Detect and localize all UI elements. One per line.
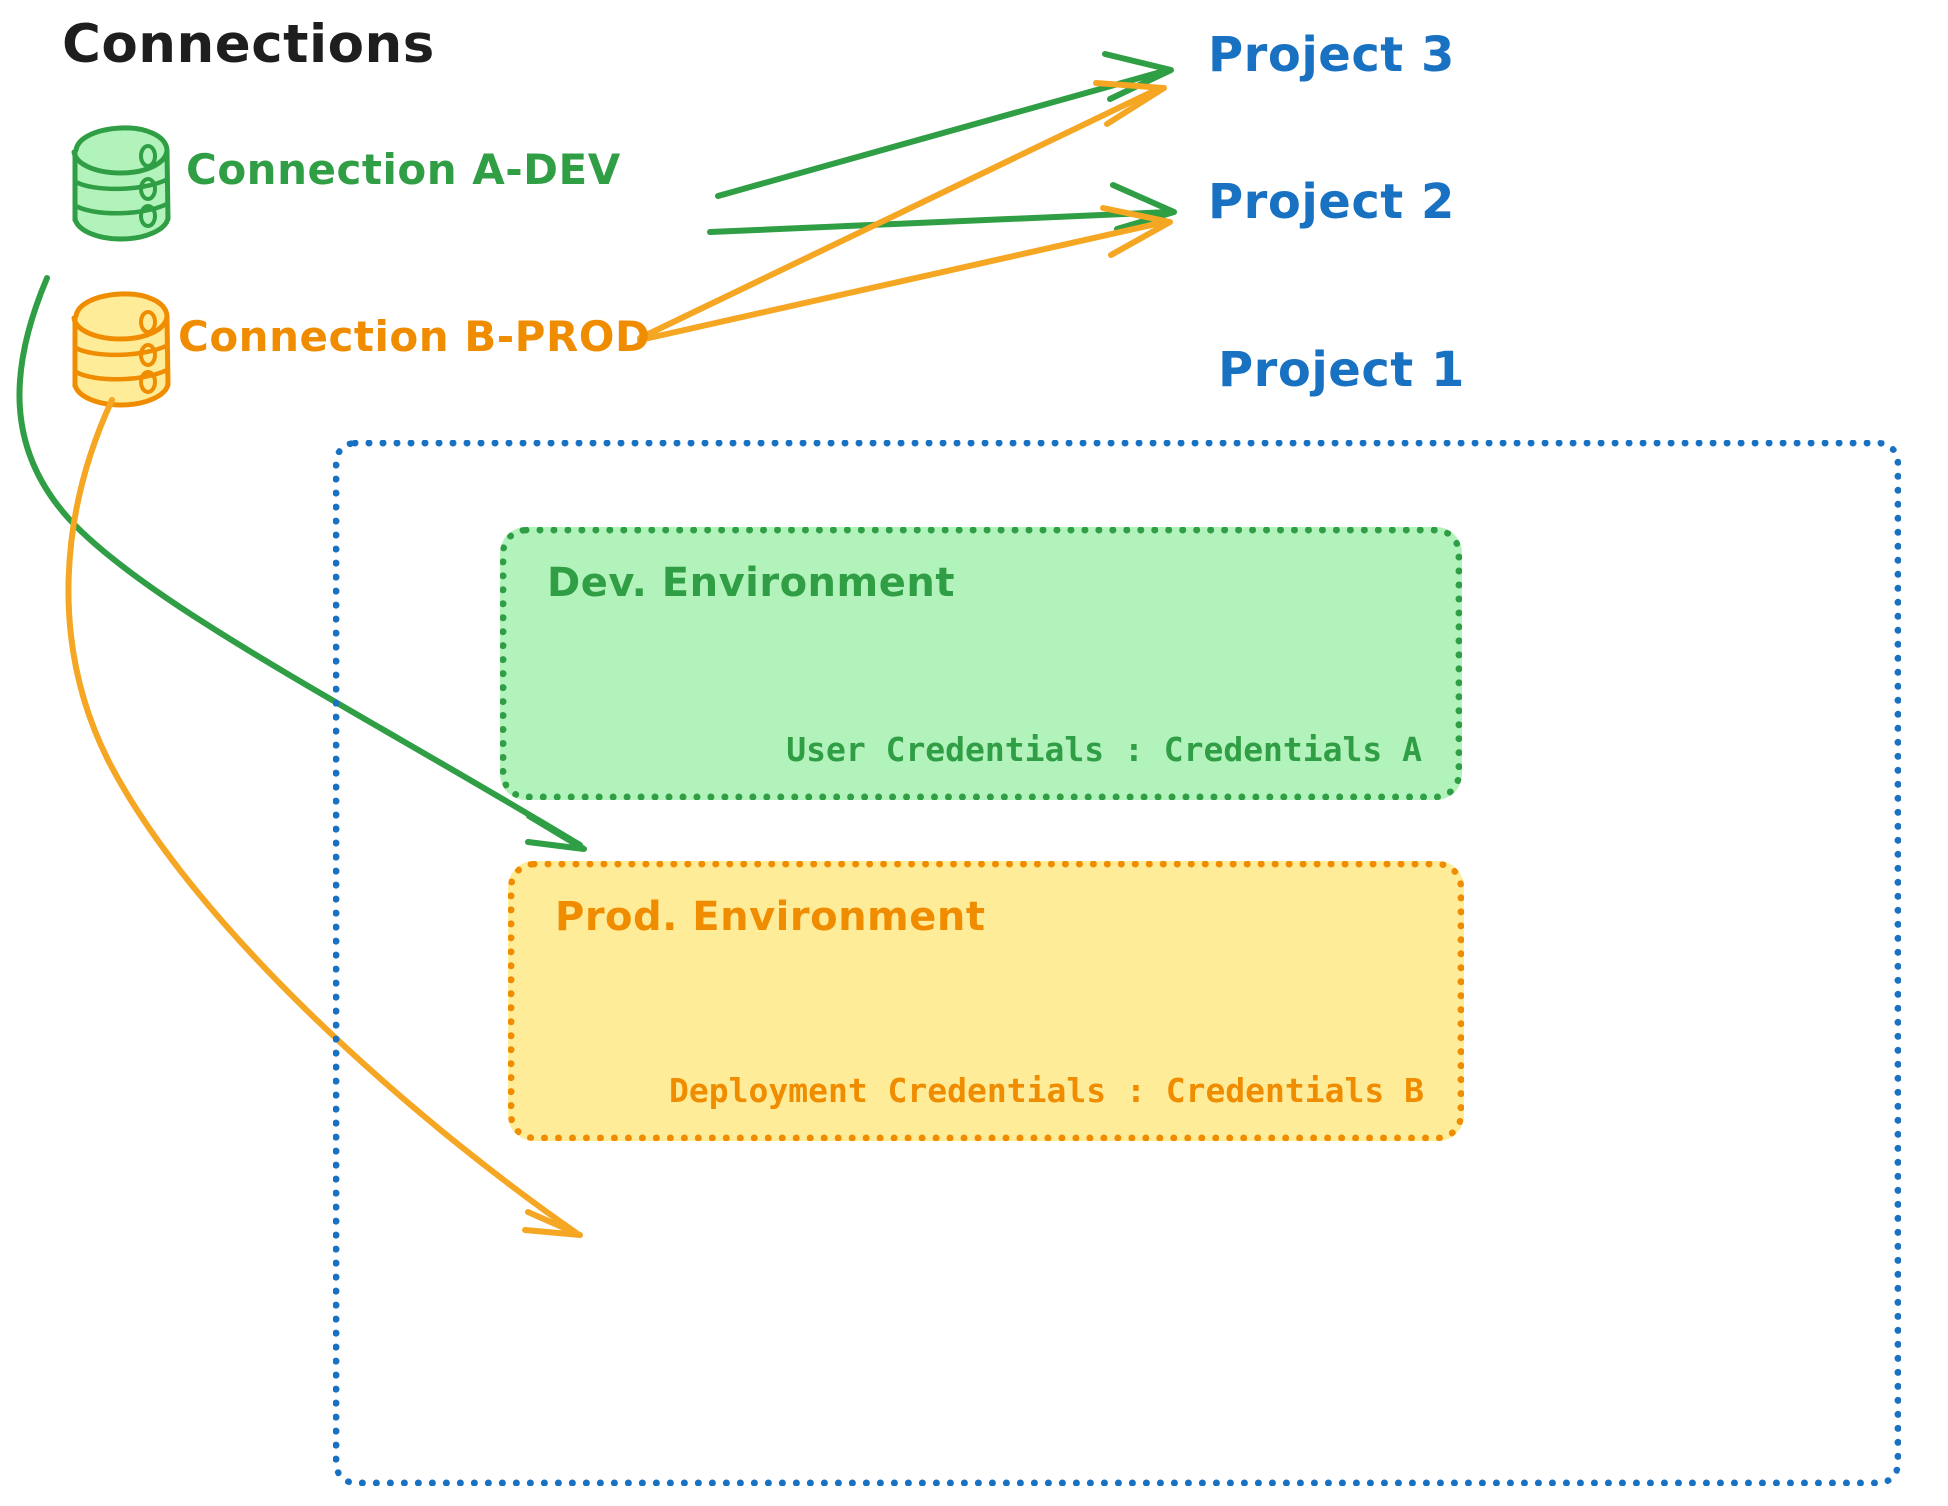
database-cylinder-icon-b-prod[interactable] [71,291,171,408]
edge-b-prod-to-project3 [637,80,1167,341]
project-1-label[interactable]: Project 1 [1218,342,1465,398]
database-cylinder-icon-a-dev[interactable] [71,125,171,242]
edge-b-prod-to-project2 [637,205,1173,343]
prod-environment-credentials: Deployment Credentials : Credentials B [669,1071,1424,1110]
edge-a-dev-to-dev-environment [16,275,587,852]
edge-a-dev-to-project3 [715,51,1174,199]
edge-b-prod-to-prod-environment [65,397,583,1238]
prod-environment-title: Prod. Environment [555,894,986,940]
dev-environment-box[interactable]: Dev. Environment User Credentials : Cred… [500,527,1462,800]
project-3-label[interactable]: Project 3 [1208,27,1455,83]
dev-environment-title: Dev. Environment [547,560,955,606]
prod-environment-box[interactable]: Prod. Environment Deployment Credentials… [508,861,1464,1141]
connection-a-dev-label[interactable]: Connection A-DEV [186,145,621,194]
project-2-label[interactable]: Project 2 [1208,174,1455,230]
dev-environment-credentials: User Credentials : Credentials A [786,730,1422,769]
connections-heading: Connections [62,14,435,75]
project-1-container [333,440,1901,1486]
edge-a-dev-to-project2 [707,182,1177,235]
connection-b-prod-label[interactable]: Connection B-PROD [178,312,651,361]
